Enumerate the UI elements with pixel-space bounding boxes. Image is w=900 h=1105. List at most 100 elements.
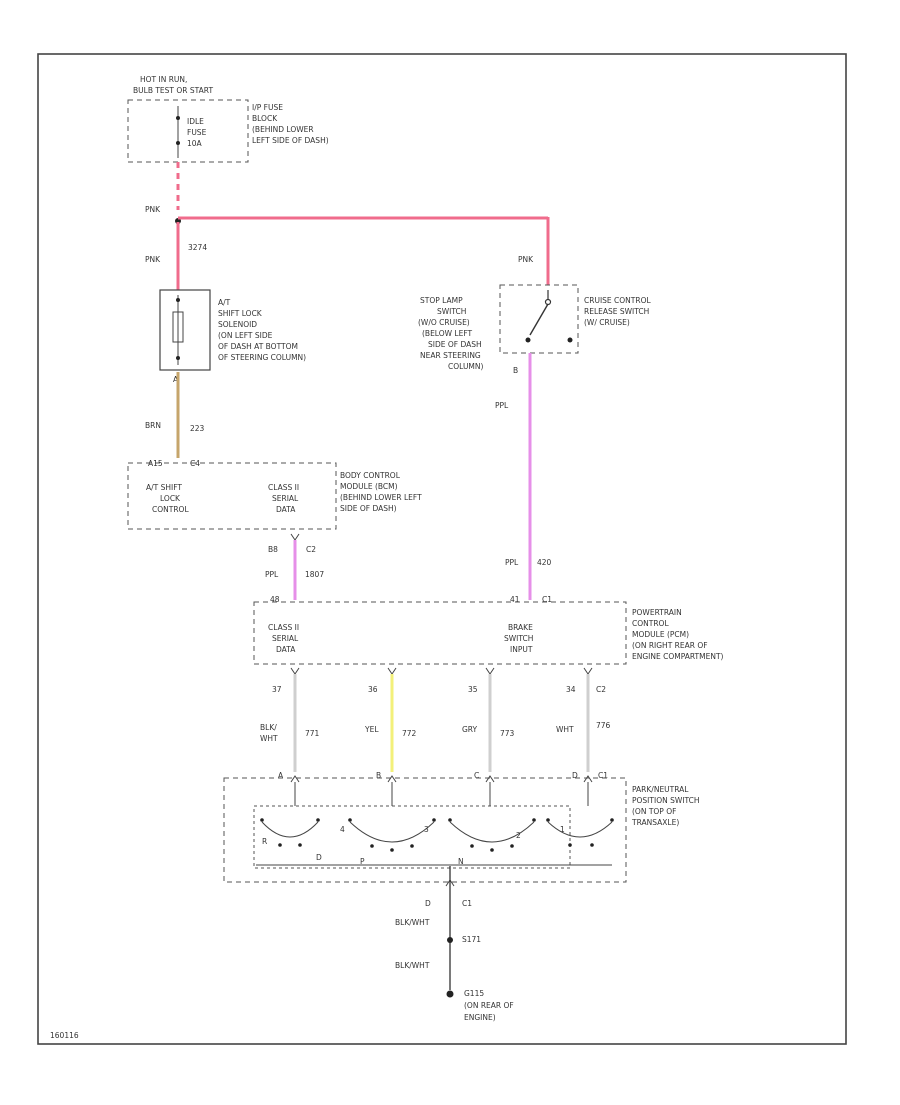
- pnp-conn-top: C1: [598, 771, 608, 780]
- pcm-pin-36: 36: [368, 685, 378, 694]
- bcm-conn-bottom: C2: [306, 545, 316, 554]
- wire-ppl-right2: PPL: [505, 558, 519, 567]
- pnp-label-4: 4: [340, 825, 345, 834]
- stoplamp-line-3: (W/O CRUISE): [418, 318, 470, 327]
- pcm-desc-2: CONTROL: [632, 619, 669, 628]
- pnp-label-1: 1: [560, 825, 565, 834]
- wire-ppl-right: PPL: [495, 401, 509, 410]
- pnp-circuit-773: 773: [500, 729, 515, 738]
- bcm-left-1: A/T SHIFT: [146, 483, 182, 492]
- stoplamp-line-4: (BELOW LEFT: [422, 329, 473, 338]
- fuse-name-1: IDLE: [187, 117, 204, 126]
- solenoid-line-4: (ON LEFT SIDE: [218, 331, 273, 340]
- stoplamp-switch: STOP LAMP SWITCH (W/O CRUISE) (BELOW LEF…: [418, 284, 651, 375]
- cruise-line-3: (W/ CRUISE): [584, 318, 630, 327]
- bcm-desc-4: SIDE OF DASH): [340, 504, 397, 513]
- pnp-label-r: R: [262, 837, 267, 846]
- pcm-left-3: DATA: [276, 645, 296, 654]
- fuse-block-2: BLOCK: [252, 114, 278, 123]
- pcm-pin-34: 34: [566, 685, 576, 694]
- fuse-header-2: BULB TEST OR START: [133, 86, 213, 95]
- ground-name: G115: [464, 989, 484, 998]
- shift-lock-solenoid: A/T SHIFT LOCK SOLENOID (ON LEFT SIDE OF…: [159, 289, 306, 384]
- pnp-pin-d: D: [572, 771, 578, 780]
- bcm-left-2: LOCK: [160, 494, 181, 503]
- pnp-color-yel: YEL: [364, 725, 379, 734]
- pnp-desc-2: POSITION SWITCH: [632, 796, 700, 805]
- pcm-pin-right: 41: [510, 595, 520, 604]
- bcm-conn-top: C4: [190, 459, 200, 468]
- pin-b-switch: B: [513, 366, 518, 375]
- circuit-main: 3274: [188, 243, 207, 252]
- stoplamp-line-1: STOP LAMP: [420, 296, 463, 305]
- pcm-desc-3: MODULE (PCM): [632, 630, 689, 639]
- pnp-label-2: 2: [516, 831, 521, 840]
- fuse-header-1: HOT IN RUN,: [140, 75, 187, 84]
- diagram-id: 160116: [50, 1031, 79, 1040]
- pnp-circuit-776: 776: [596, 721, 611, 730]
- diagram-frame: [37, 53, 847, 1045]
- solenoid-line-5: OF DASH AT BOTTOM: [218, 342, 298, 351]
- pnp-label-p: P: [360, 857, 365, 866]
- ground-desc-2: ENGINE): [464, 1013, 496, 1022]
- body-control-module: A15 C4 A/T SHIFT LOCK CONTROL CLASS II S…: [127, 459, 422, 541]
- solenoid-line-3: SOLENOID: [218, 320, 257, 329]
- pnp-desc-1: PARK/NEUTRAL: [632, 785, 689, 794]
- fuse-block-1: I/P FUSE: [252, 103, 283, 112]
- pnp-label-3: 3: [424, 825, 429, 834]
- stoplamp-line-2: SWITCH: [437, 307, 466, 316]
- park-neutral-switch: A B C D C1: [223, 771, 700, 887]
- wire-pnk-splice: PNK: [145, 205, 161, 214]
- ground-splice: S171: [462, 935, 481, 944]
- stoplamp-line-7: COLUMN): [448, 362, 484, 371]
- pcm-desc-5: ENGINE COMPARTMENT): [632, 652, 724, 661]
- pcm-left-2: SERIAL: [272, 634, 299, 643]
- ground-circuit: D C1 BLK/WHT S171 BLK/WHT G115 (ON REAR …: [395, 866, 514, 1022]
- pnp-desc-3: (ON TOP OF: [632, 807, 676, 816]
- pcm-conn-right: C1: [542, 595, 552, 604]
- bcm-desc-2: MODULE (BCM): [340, 482, 398, 491]
- bcm-right-3: DATA: [276, 505, 296, 514]
- ground-wire-2: BLK/WHT: [395, 961, 430, 970]
- cruise-line-1: CRUISE CONTROL: [584, 296, 651, 305]
- pnp-circuit-771: 771: [305, 729, 320, 738]
- bcm-right-2: SERIAL: [272, 494, 299, 503]
- stoplamp-line-5: SIDE OF DASH: [428, 340, 482, 349]
- pnp-color-gry: GRY: [462, 725, 478, 734]
- ground-conn: C1: [462, 899, 472, 908]
- pcm-mid-3: INPUT: [510, 645, 533, 654]
- wire-pnk-lower: PNK: [145, 255, 161, 264]
- ground-wire-1: BLK/WHT: [395, 918, 430, 927]
- bcm-left-3: CONTROL: [152, 505, 189, 514]
- circuit-ppl-right: 420: [537, 558, 552, 567]
- pnp-label-d: D: [316, 853, 322, 862]
- pcm-mid-2: SWITCH: [504, 634, 533, 643]
- pcm-pin-left: 48: [270, 595, 280, 604]
- bcm-desc-1: BODY CONTROL: [340, 471, 401, 480]
- pcm-pin-37: 37: [272, 685, 282, 694]
- circuit-ppl-bcm: 1807: [305, 570, 324, 579]
- pnp-pin-c: C: [474, 771, 479, 780]
- bcm-pin-bottom: B8: [268, 545, 278, 554]
- pin-a-solenoid: A: [173, 375, 179, 384]
- fuse-block: HOT IN RUN, BULB TEST OR START IDLE FUSE…: [127, 75, 329, 163]
- ground-desc-1: (ON REAR OF: [464, 1001, 514, 1010]
- pnp-label-n: N: [458, 857, 464, 866]
- powertrain-control-module: 48 41 C1 CLASS II SERIAL DATA BRAKE SWIT…: [253, 595, 724, 675]
- wire-brn: BRN: [145, 421, 161, 430]
- fuse-block-3: (BEHIND LOWER: [252, 125, 314, 134]
- pnp-circuit-772: 772: [402, 729, 417, 738]
- pnp-pin-b: B: [376, 771, 381, 780]
- bcm-pin-top: A15: [148, 459, 163, 468]
- ground-pin: D: [425, 899, 431, 908]
- cruise-line-2: RELEASE SWITCH: [584, 307, 649, 316]
- solenoid-line-1: A/T: [218, 298, 231, 307]
- pcm-conn-bottom: C2: [596, 685, 606, 694]
- pcm-left-1: CLASS II: [268, 623, 299, 632]
- pnp-desc-4: TRANSAXLE): [631, 818, 679, 827]
- stoplamp-line-6: NEAR STEERING: [420, 351, 481, 360]
- pnp-color-blk: BLK/: [260, 723, 277, 732]
- pnp-color-wht: WHT: [556, 725, 574, 734]
- circuit-brn: 223: [190, 424, 205, 433]
